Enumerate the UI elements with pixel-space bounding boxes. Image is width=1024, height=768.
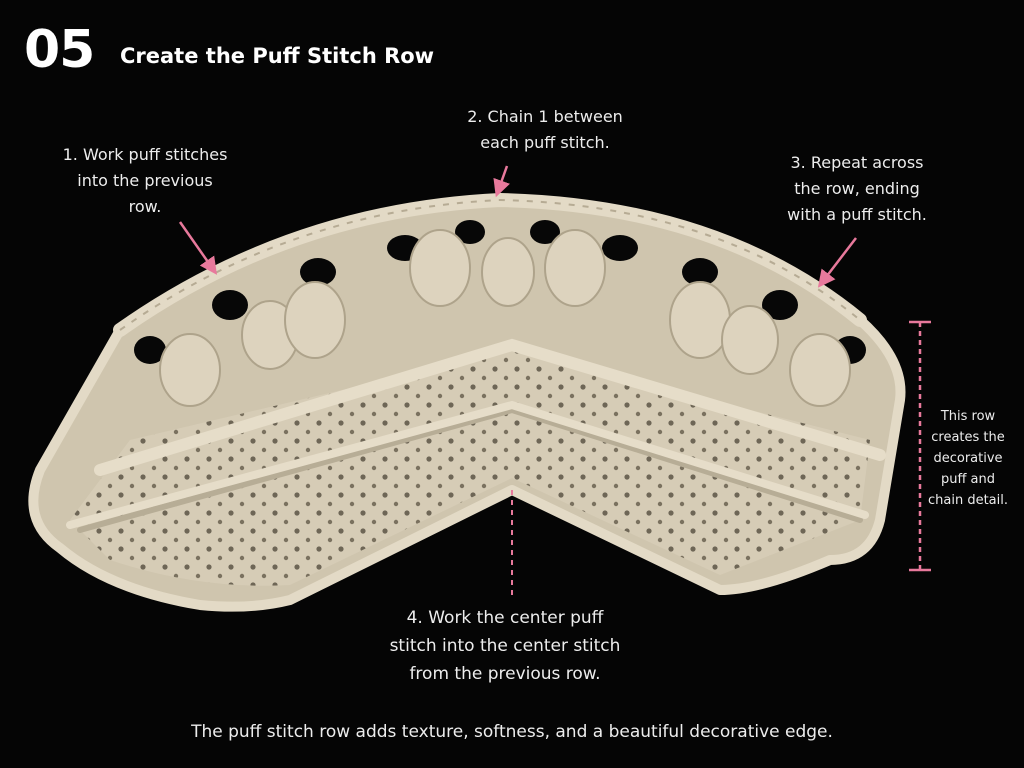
callout-2-text: 2. Chain 1 between each puff stitch. bbox=[467, 107, 623, 152]
step-title: Create the Puff Stitch Row bbox=[120, 44, 435, 68]
side-note: This row creates the decorative puff and… bbox=[918, 406, 1018, 511]
annotation-arrows bbox=[178, 165, 931, 596]
arrow-to-chain-space bbox=[493, 165, 510, 198]
callout-chain-between: 2. Chain 1 between each puff stitch. bbox=[430, 104, 660, 156]
callout-4-text: 4. Work the center puff stitch into the … bbox=[389, 608, 621, 684]
callout-3-text: 3. Repeat across the row, ending with a … bbox=[787, 153, 927, 224]
callout-center-puff: 4. Work the center puff stitch into the … bbox=[360, 604, 650, 688]
callout-1-text: 1. Work puff stitches into the previous … bbox=[62, 145, 228, 216]
callout-repeat-across: 3. Repeat across the row, ending with a … bbox=[752, 150, 962, 228]
side-note-text: This row creates the decorative puff and… bbox=[927, 409, 1008, 508]
crochet-swatch bbox=[28, 192, 906, 612]
arrow-to-puff-stitches bbox=[178, 221, 218, 275]
callout-work-puff-stitches: 1. Work puff stitches into the previous … bbox=[40, 142, 250, 220]
row-height-bracket bbox=[909, 320, 931, 572]
step-number: 05 bbox=[24, 20, 95, 80]
caption: The puff stitch row adds texture, softne… bbox=[191, 722, 833, 742]
arrow-to-end-puff bbox=[817, 237, 857, 288]
